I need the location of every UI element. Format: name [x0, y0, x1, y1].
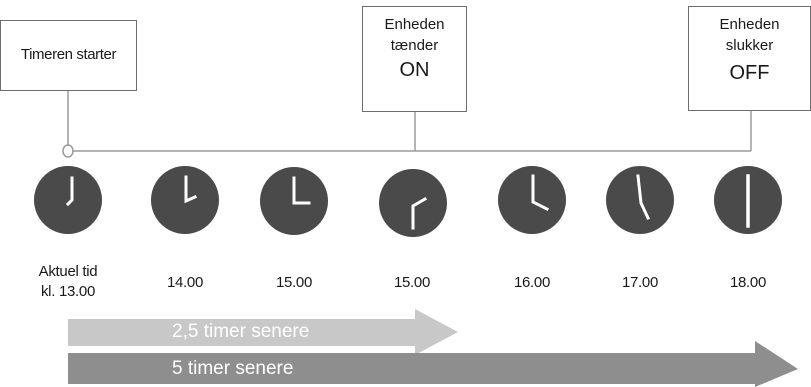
clock-label: Aktuel tid kl. 13.00 [18, 262, 118, 303]
device-on-state: ON [399, 59, 430, 81]
short-duration-arrow [68, 309, 458, 355]
device-off-line1: Enheden [719, 16, 780, 33]
device-on-line1: Enheden [384, 16, 445, 33]
short-arrow-label: 2,5 timer senere [172, 321, 310, 342]
timer-start-label: Timeren starter [20, 46, 117, 63]
clock-label: 16.00 [513, 274, 551, 291]
start-marker [62, 144, 74, 158]
clock-icon [260, 167, 328, 235]
device-on-line2: tænder [390, 37, 439, 54]
clock-label: 14.00 [166, 274, 204, 291]
clock-label-line: kl. 13.00 [40, 283, 95, 301]
clock-label: 15.00 [393, 274, 431, 291]
timer-start-box: Timeren starter [0, 20, 137, 91]
clock-label-line: Aktuel tid [38, 263, 98, 280]
long-arrow-label: 5 timer senere [172, 358, 294, 379]
clock-icon [498, 166, 566, 234]
clock-label: 18.00 [729, 274, 767, 291]
clock-icon [151, 166, 219, 234]
clock-icon [714, 166, 782, 234]
device-off-box: Enheden slukker OFF [688, 6, 811, 111]
device-off-state: OFF [729, 62, 770, 84]
device-off-line2: slukker [725, 37, 774, 54]
clock-icon [606, 166, 674, 234]
clock-label: 15.00 [275, 274, 313, 291]
clock-icon [34, 166, 102, 234]
clock-icon [379, 169, 447, 237]
clock-label: 17.00 [621, 274, 659, 291]
device-on-box: Enheden tænder ON [362, 6, 467, 112]
long-duration-arrow [68, 341, 798, 387]
